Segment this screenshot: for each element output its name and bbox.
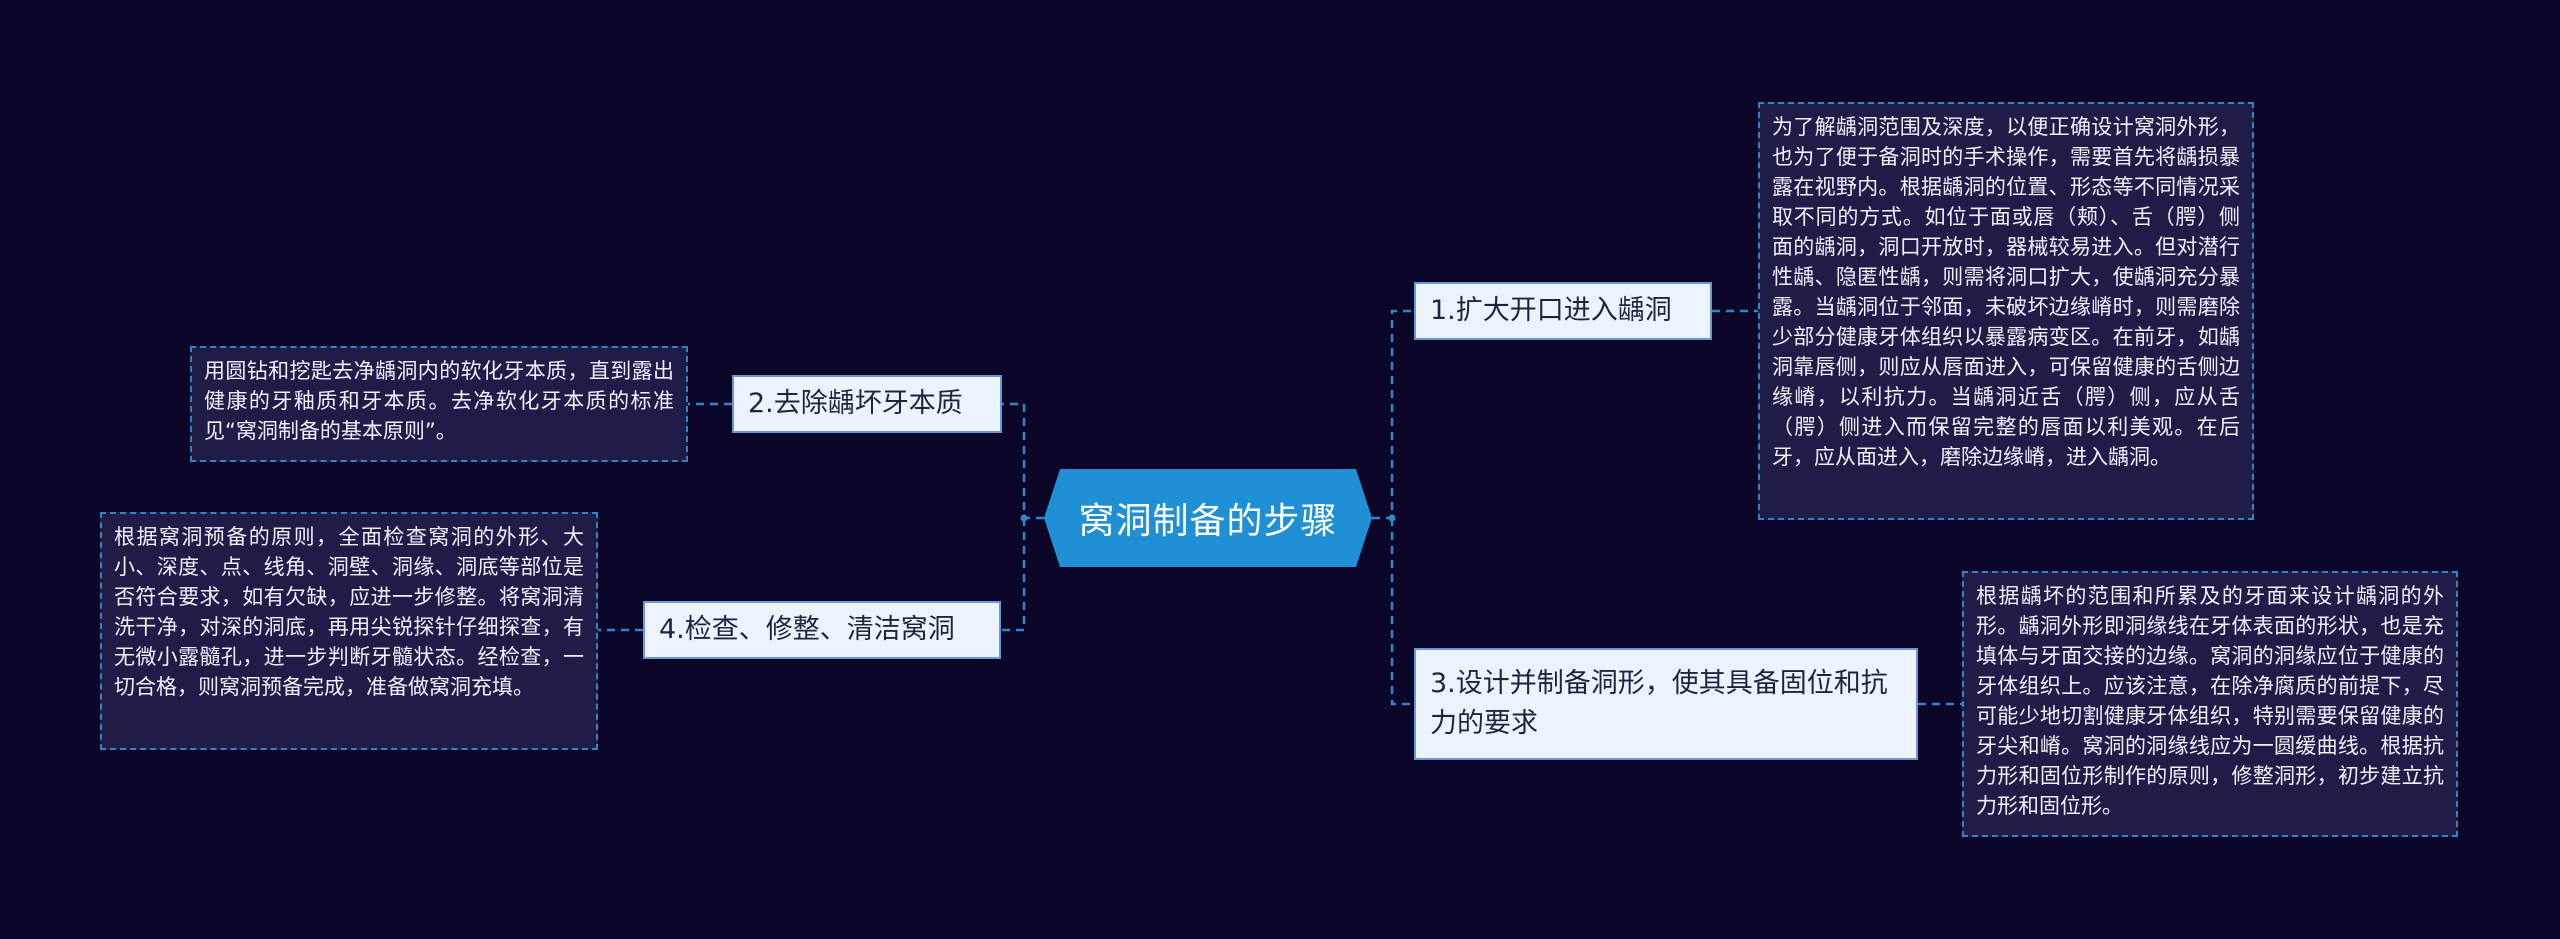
branch-3-note[interactable]: 根据龋坏的范围和所累及的牙面来设计龋洞的外形。龋洞外形即洞缘线在牙体表面的形状，… bbox=[1962, 571, 2458, 837]
connector-root-to-branch-3 bbox=[1390, 518, 1414, 706]
branch-4-topic[interactable]: 4.检查、修整、清洁窝洞 bbox=[643, 601, 1001, 659]
connector-root-to-branch-1 bbox=[1372, 309, 1414, 520]
junction-dot bbox=[1020, 514, 1028, 522]
branch-2-note[interactable]: 用圆钻和挖匙去净龋洞内的软化牙本质，直到露出健康的牙釉质和牙本质。去净软化牙本质… bbox=[190, 346, 688, 462]
junction-dot bbox=[1388, 514, 1396, 522]
branch-1-topic[interactable]: 1.扩大开口进入龋洞 bbox=[1414, 282, 1712, 340]
branch-4-note[interactable]: 根据窝洞预备的原则，全面检查窝洞的外形、大小、深度、点、线角、洞壁、洞缘、洞底等… bbox=[100, 512, 598, 750]
root-topic[interactable]: 窝洞制备的步骤 bbox=[1044, 469, 1372, 567]
branch-1-note[interactable]: 为了解龋洞范围及深度，以便正确设计窝洞外形，也为了便于备洞时的手术操作，需要首先… bbox=[1758, 102, 2254, 520]
connector-root-to-branch-4 bbox=[1000, 518, 1026, 632]
branch-2-topic[interactable]: 2.去除龋坏牙本质 bbox=[732, 375, 1002, 433]
branch-3-topic[interactable]: 3.设计并制备洞形，使其具备固位和抗力的要求 bbox=[1414, 648, 1918, 760]
connector-root-to-branch-2 bbox=[1000, 402, 1044, 520]
